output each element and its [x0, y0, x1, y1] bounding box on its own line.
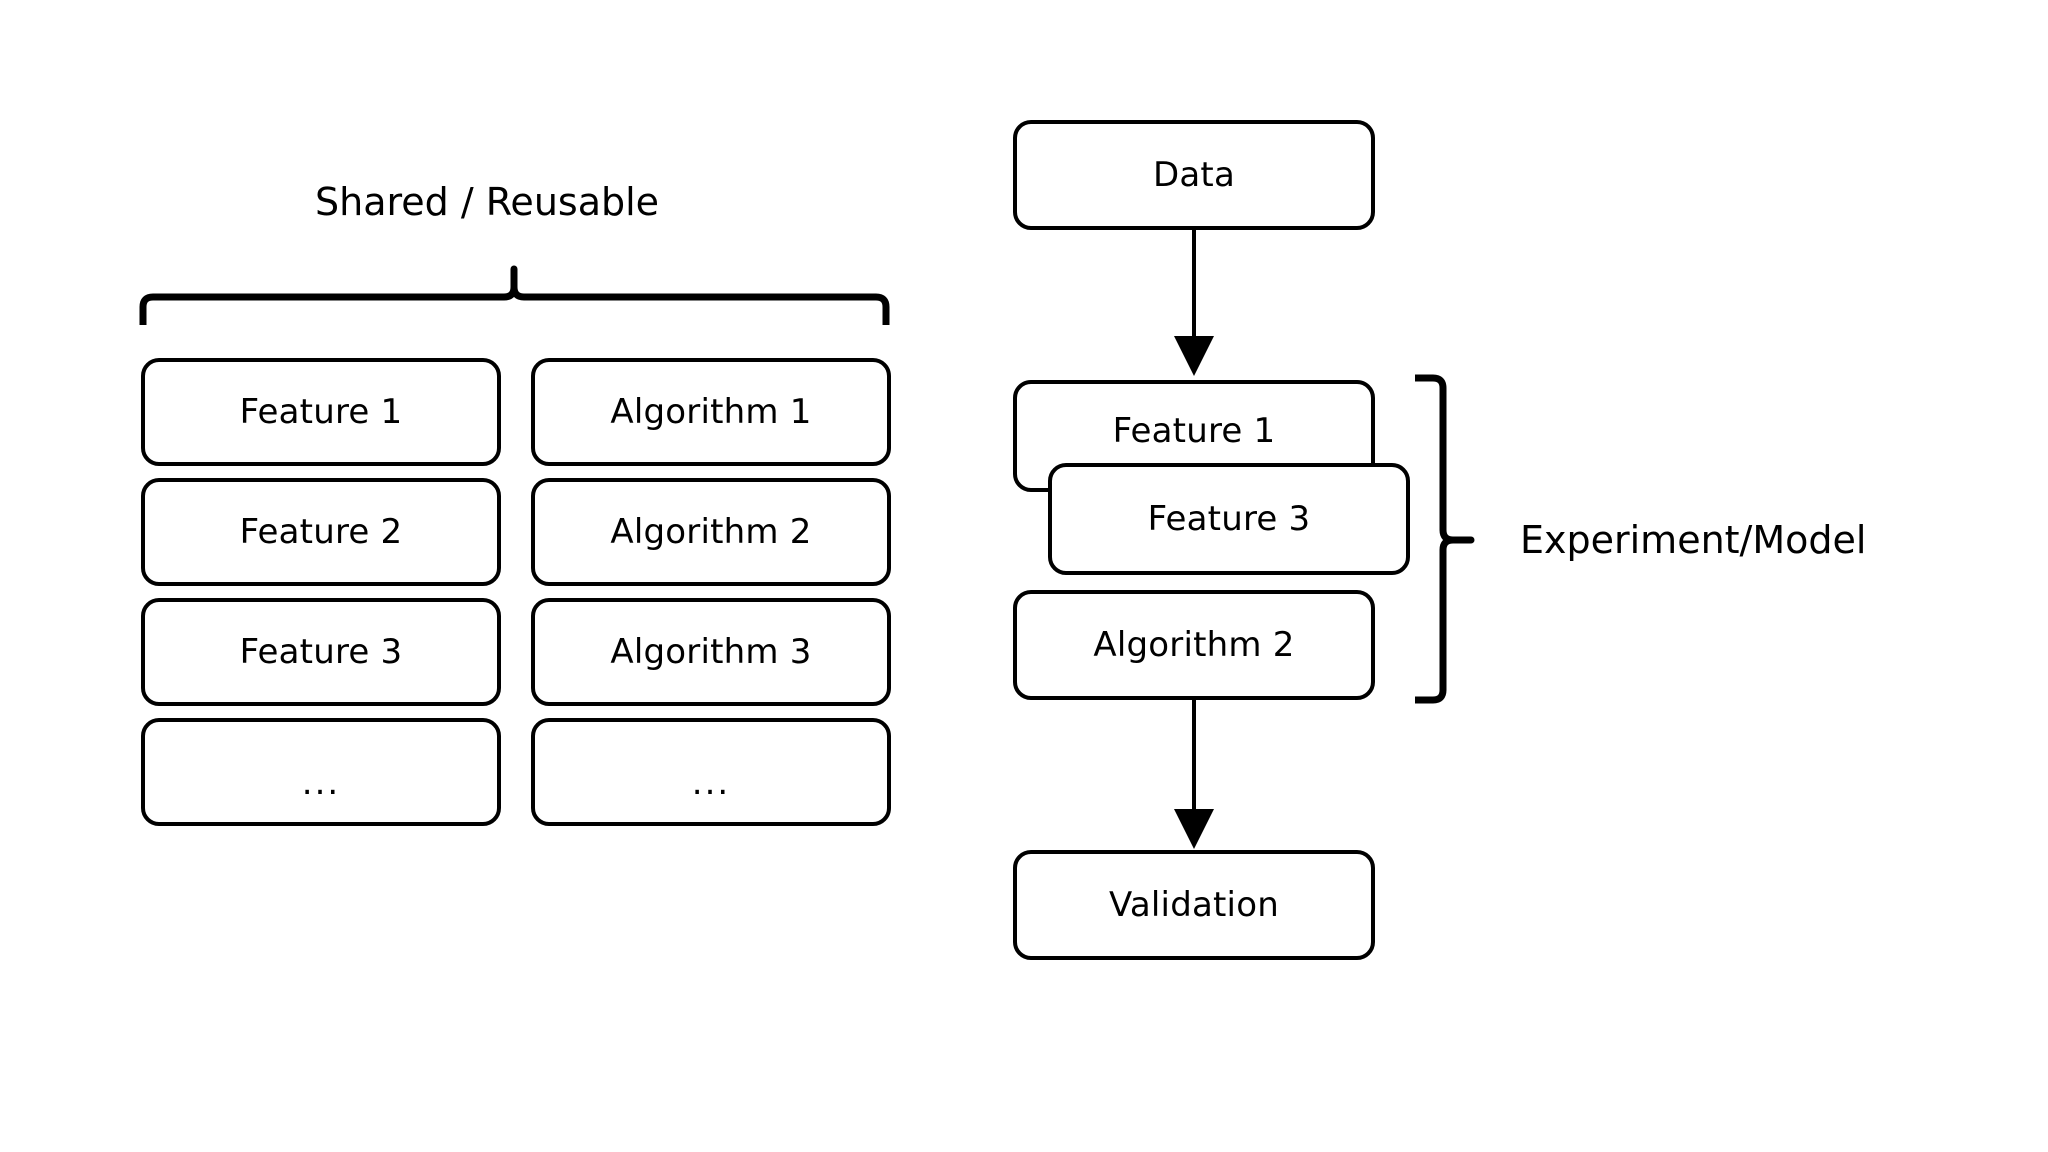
shared-feature-1-box[interactable]: Feature 1	[141, 358, 501, 466]
shared-feature-more-box[interactable]: ...	[141, 718, 501, 826]
shared-algorithm-more-box[interactable]: ...	[531, 718, 891, 826]
experiment-model-brace	[1415, 374, 1475, 704]
data-node[interactable]: Data	[1013, 120, 1375, 230]
experiment-model-label: Experiment/Model	[1520, 518, 1867, 562]
shared-algorithm-3-box[interactable]: Algorithm 3	[531, 598, 891, 706]
validation-node[interactable]: Validation	[1013, 850, 1375, 960]
shared-reusable-brace	[139, 265, 890, 325]
shared-algorithm-1-box[interactable]: Algorithm 1	[531, 358, 891, 466]
shared-reusable-heading: Shared / Reusable	[315, 180, 660, 224]
experiment-feature-3-node[interactable]: Feature 3	[1048, 463, 1410, 575]
experiment-algorithm-2-node[interactable]: Algorithm 2	[1013, 590, 1375, 700]
shared-feature-3-box[interactable]: Feature 3	[141, 598, 501, 706]
shared-feature-2-box[interactable]: Feature 2	[141, 478, 501, 586]
shared-algorithm-2-box[interactable]: Algorithm 2	[531, 478, 891, 586]
